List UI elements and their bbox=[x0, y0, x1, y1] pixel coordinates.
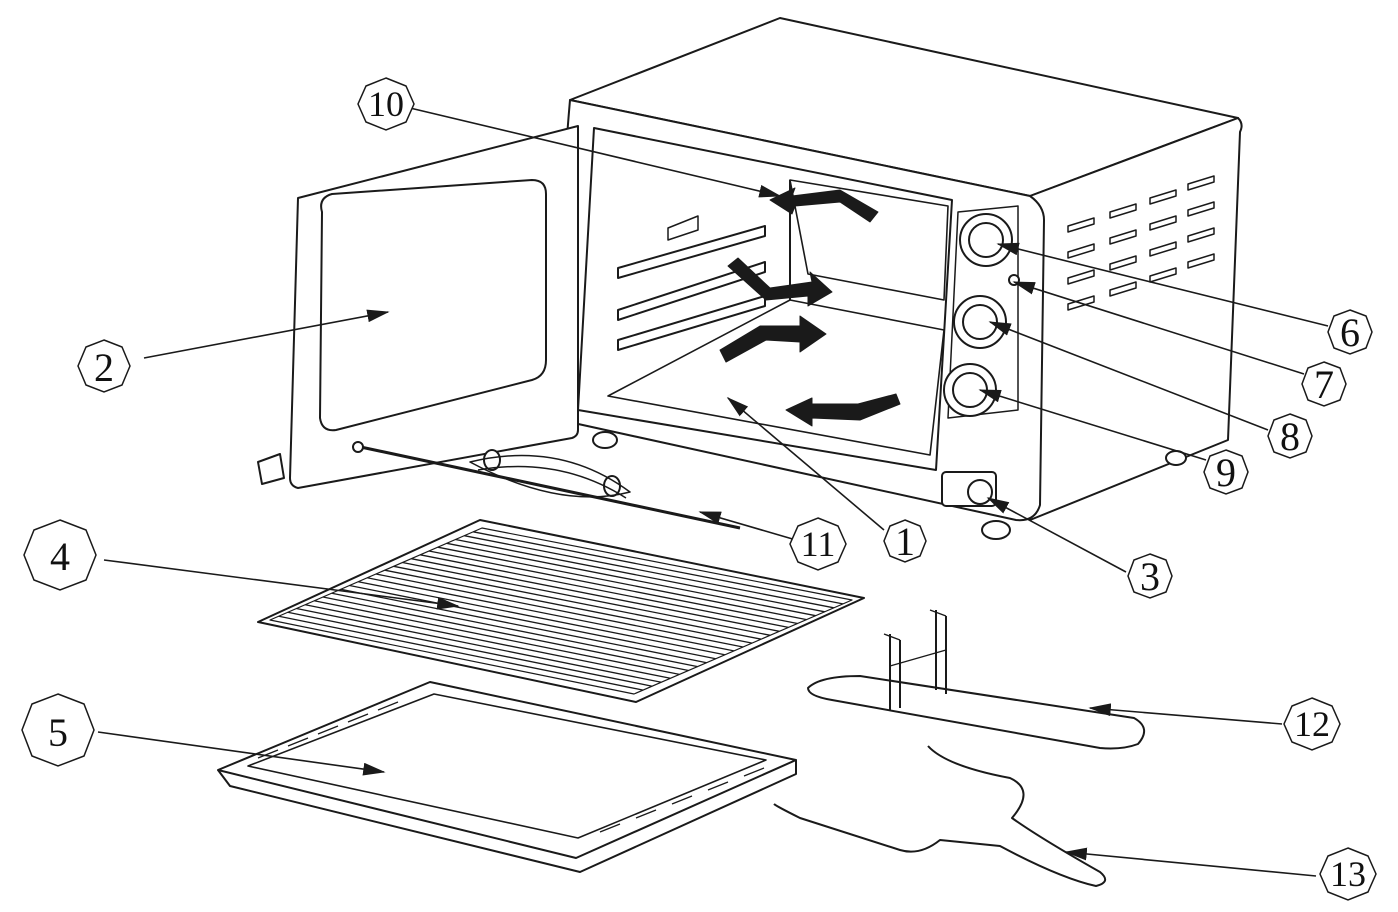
callout-label: 7 bbox=[1314, 362, 1334, 407]
callout-1: 1 bbox=[883, 519, 927, 564]
wire-rack bbox=[257, 519, 865, 703]
side-vents bbox=[1067, 175, 1215, 311]
rack-bar bbox=[287, 611, 653, 687]
rack-bar bbox=[393, 565, 762, 640]
rack-bar bbox=[402, 561, 771, 636]
rack-bar bbox=[375, 573, 744, 648]
callouts: 1 2 3 4 5 6 7 8 bbox=[21, 77, 1377, 901]
rack-bar bbox=[437, 546, 807, 621]
rack-bar bbox=[384, 569, 753, 644]
rack-bar bbox=[420, 554, 789, 629]
callout-label: 2 bbox=[94, 345, 114, 390]
rack-bar bbox=[305, 604, 671, 679]
rack-bar bbox=[278, 615, 644, 691]
rotisserie-spit bbox=[352, 441, 741, 530]
heat-flow-arrows bbox=[719, 187, 901, 427]
callout-label: 13 bbox=[1330, 854, 1366, 894]
callout-label: 9 bbox=[1216, 450, 1236, 495]
callout-label: 1 bbox=[895, 519, 915, 564]
callout-label: 3 bbox=[1140, 554, 1160, 599]
rack-bar bbox=[473, 531, 844, 605]
callout-3: 3 bbox=[1127, 553, 1173, 599]
rack-bar bbox=[349, 584, 716, 660]
callout-10: 10 bbox=[357, 77, 415, 131]
baking-tray bbox=[217, 681, 797, 873]
callout-6: 6 bbox=[1327, 309, 1373, 355]
rack-bar bbox=[296, 607, 662, 683]
tray-slots bbox=[257, 701, 765, 833]
callout-2: 2 bbox=[77, 339, 131, 393]
rotisserie-lifter bbox=[773, 745, 1107, 887]
rack-bar bbox=[464, 535, 834, 609]
callout-11: 11 bbox=[789, 517, 847, 571]
callout-7: 7 bbox=[1301, 361, 1347, 407]
rack-bar bbox=[314, 600, 680, 676]
rack-bar bbox=[322, 596, 689, 672]
tray-handle bbox=[807, 609, 1145, 750]
callout-12: 12 bbox=[1283, 697, 1341, 751]
callout-label: 4 bbox=[50, 534, 70, 579]
callout-label: 10 bbox=[368, 84, 404, 124]
rack-bar bbox=[455, 538, 825, 613]
callout-5: 5 bbox=[21, 693, 95, 767]
callout-label: 6 bbox=[1340, 310, 1360, 355]
callout-label: 8 bbox=[1280, 414, 1300, 459]
callout-label: 5 bbox=[48, 710, 68, 755]
rack-bars bbox=[278, 531, 844, 691]
callout-label: 12 bbox=[1294, 704, 1330, 744]
callout-4: 4 bbox=[23, 519, 97, 591]
leader-lines bbox=[97, 107, 1329, 877]
rack-bar bbox=[331, 592, 698, 668]
rack-bar bbox=[367, 577, 735, 652]
rack-bar bbox=[340, 588, 707, 664]
callout-label: 11 bbox=[801, 524, 836, 564]
rack-bar bbox=[446, 542, 816, 617]
control-knobs bbox=[941, 205, 1020, 507]
rack-bar bbox=[358, 581, 725, 656]
callout-8: 8 bbox=[1267, 413, 1313, 459]
callout-9: 9 bbox=[1203, 449, 1249, 495]
callout-13: 13 bbox=[1319, 847, 1377, 901]
rack-bar bbox=[411, 558, 780, 632]
oven-door bbox=[257, 125, 579, 489]
rack-bar bbox=[428, 550, 798, 625]
